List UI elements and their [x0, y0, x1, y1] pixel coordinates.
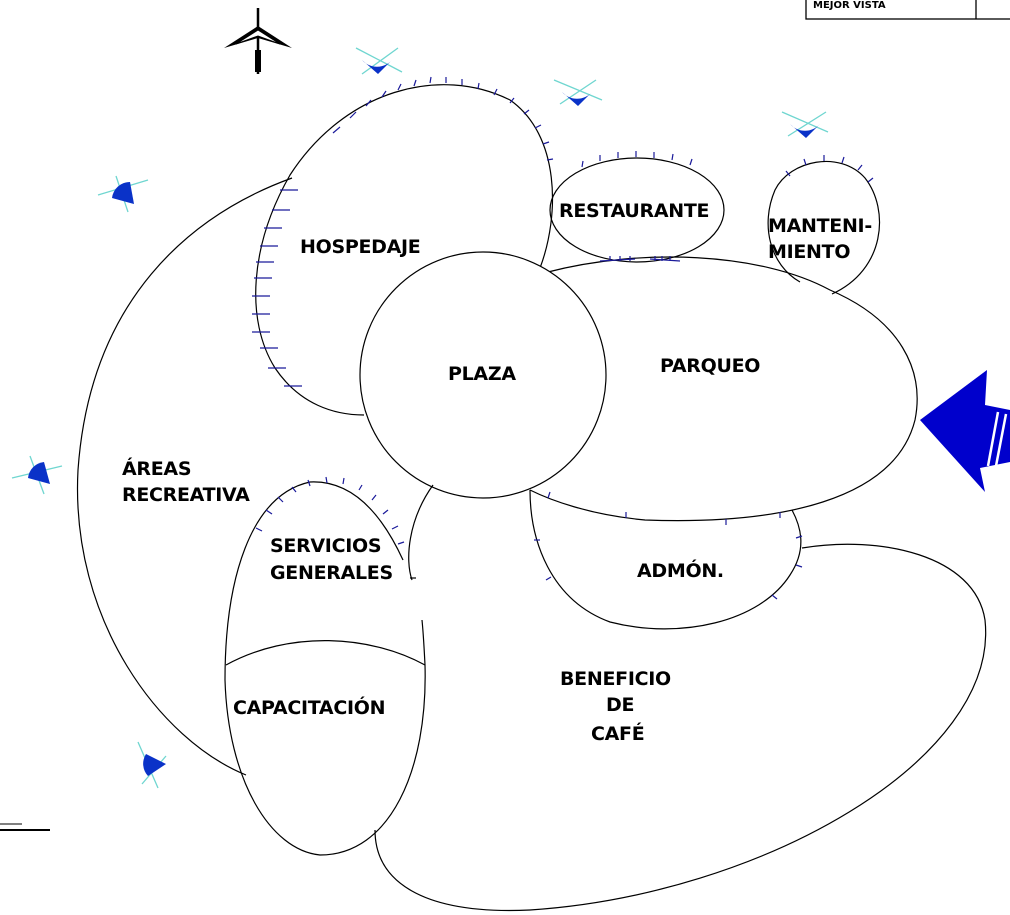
north-arrow-icon: [224, 8, 292, 74]
beneficio-label-line3: CAFÉ: [591, 722, 644, 745]
beneficio-zone-outline: [374, 543, 987, 912]
beneficio-label-line1: BENEFICIO: [560, 668, 671, 690]
best-view-icon: [553, 79, 603, 106]
legend-box: MEJOR VISTA: [805, 0, 1010, 20]
best-view-icon: [137, 741, 167, 789]
capacitacion-divider: [225, 640, 426, 666]
hospedaje-zone: [255, 84, 554, 416]
servicios-label-line2: GENERALES: [270, 562, 393, 584]
areas-label-line1: ÁREAS: [122, 457, 191, 480]
access-arrow-icon: [920, 370, 1010, 492]
scale-bar: [0, 823, 50, 831]
areas-label-line2: RECREATIVA: [122, 484, 250, 506]
areas-recreativas-zone: [76, 177, 293, 776]
best-view-icon: [781, 111, 829, 138]
servicios-generales-zone: [224, 481, 426, 856]
capacitacion-label: CAPACITACIÓN: [233, 695, 385, 719]
beneficio-label-line2: DE: [606, 694, 634, 716]
legend-label: MEJOR VISTA: [813, 0, 886, 11]
hospedaje-label: HOSPEDAJE: [300, 236, 420, 258]
restaurante-label: RESTAURANTE: [559, 200, 709, 222]
plaza-zone: [359, 251, 607, 499]
best-view-icon: [11, 455, 63, 495]
admon-label: ADMÓN.: [637, 558, 724, 582]
restaurante-zone: [549, 157, 725, 263]
servicios-label-line1: SERVICIOS: [270, 535, 381, 557]
best-view-icon: [355, 47, 403, 75]
perimeter-ticks: [252, 76, 874, 600]
plaza-label: PLAZA: [448, 363, 516, 385]
parqueo-label: PARQUEO: [660, 355, 760, 377]
mantenimiento-label-line1: MANTENI-: [768, 215, 872, 237]
parqueo-zone: [529, 256, 918, 522]
admon-zone: [529, 489, 802, 630]
best-view-icon: [97, 175, 149, 213]
beneficio-zone: [408, 484, 434, 581]
mantenimiento-zone: [767, 160, 881, 295]
mantenimiento-label-line2: MIENTO: [768, 241, 850, 263]
